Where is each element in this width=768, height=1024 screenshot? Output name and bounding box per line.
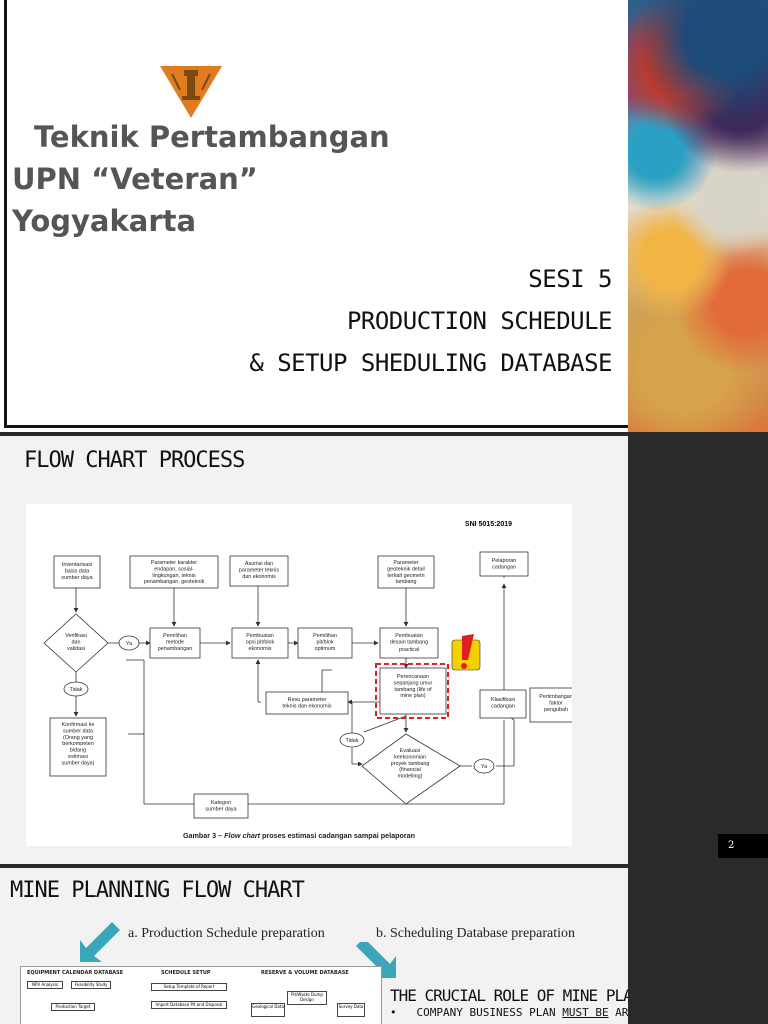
label-tidak-1: Tidak	[70, 687, 83, 693]
diagram-header-3: RESERVE & VOLUME DATABASE	[261, 970, 349, 976]
diagram-box-npv: NPV Analysis	[27, 981, 63, 989]
arrow-down-left-icon	[80, 922, 120, 962]
chart-caption: Gambar 3 – Flow chart proses estimasi ca…	[183, 831, 415, 840]
subtitle-b: b. Scheduling Database preparation	[376, 926, 576, 941]
box-pemilihan-pit	[297, 627, 353, 659]
diagram-box-import-database: Import Database Pit and Disposal	[151, 1001, 227, 1009]
flow-chart-svg: SNI 5015:2019	[43, 521, 572, 840]
label-ya-2: Ya	[481, 764, 487, 770]
oval-tidak-2	[339, 732, 365, 748]
diagram-box-setup-template: Setup Template of Report	[151, 983, 227, 991]
slide-frame	[4, 0, 628, 428]
topic-line-1: PRODUCTION SCHEDULE	[346, 307, 613, 335]
session-label: SESI 5	[528, 265, 612, 293]
box-inventarisasi	[53, 555, 101, 589]
diagram-header-2: SCHEDULE SETUP	[161, 970, 211, 976]
box-revu	[265, 691, 349, 715]
box-konfirmasi	[49, 717, 107, 777]
box-klasifikasi	[479, 689, 527, 719]
arrow-down-right-icon	[356, 942, 396, 978]
box-parameter-karakter	[129, 555, 219, 589]
box-asumsi	[229, 555, 289, 587]
standard-label: SNI 5015:2019	[465, 521, 512, 528]
university-shield-icon	[160, 66, 222, 118]
box-pertimbangan	[529, 687, 572, 723]
slide-heading: FLOW CHART PROCESS	[24, 448, 245, 473]
diagram-box-pit-design: Pit/Waste Dump Design	[287, 991, 327, 1005]
scheduling-diagram: EQUIPMENT CALENDAR DATABASE SCHEDULE SET…	[20, 966, 382, 1024]
label-practical: practical	[398, 647, 420, 653]
diagram-box-feasibility: Feasibility Study	[71, 981, 111, 989]
subtitle-a: a. Production Schedule preparation	[128, 926, 325, 941]
box-pelaporan	[479, 551, 529, 577]
box-parameter-geoteknik	[377, 555, 435, 589]
box-kategori	[193, 793, 249, 819]
warning-icon	[451, 634, 481, 671]
box-pembuatan-desain	[379, 627, 439, 659]
diamond-evaluasi	[361, 733, 461, 805]
title-line-1: Teknik Pertambangan	[34, 120, 390, 154]
page-number: 2	[718, 834, 768, 858]
slide-heading: MINE PLANNING FLOW CHART	[10, 878, 305, 903]
mine-planning-slide: MINE PLANNING FLOW CHART a. Production S…	[0, 868, 628, 1024]
diamond-verifikasi	[43, 613, 109, 673]
highlight-dashed-box	[375, 663, 449, 719]
title-slide: Teknik Pertambangan UPN “Veteran” Yogyak…	[0, 0, 768, 432]
label-tidak-2: Tidak	[346, 738, 359, 744]
box-perencanaan	[379, 667, 447, 715]
diagram-box-survey: Survey Data	[337, 1003, 365, 1017]
oval-ya-1	[118, 635, 140, 651]
box-pembuatan-opsi	[231, 627, 289, 659]
flow-chart: SNI 5015:2019	[26, 504, 572, 846]
crucial-role-title: THE CRUCIAL ROLE OF MINE PLANNING	[390, 986, 628, 1005]
flow-chart-slide: FLOW CHART PROCESS SNI 5015:2019	[0, 436, 628, 864]
box-pemilihan-metode	[149, 627, 201, 659]
title-line-2: UPN “Veteran” Yogyakarta	[12, 162, 258, 238]
oval-tidak-1	[63, 681, 89, 697]
diagram-box-geological: Geological Data	[251, 1003, 285, 1017]
oval-ya-2	[473, 758, 495, 774]
diagram-header-1: EQUIPMENT CALENDAR DATABASE	[27, 970, 124, 976]
topic-line-2: & SETUP SHEDULING DATABASE	[249, 349, 612, 377]
boxes	[43, 551, 572, 819]
abstract-art-image	[628, 0, 768, 432]
bullet-item: • COMPANY BUSINESS PLAN MUST BE ARRANGED	[390, 1006, 628, 1019]
institution-title: Teknik Pertambangan UPN “Veteran” Yogyak…	[12, 116, 432, 242]
session-block: SESI 5 PRODUCTION SCHEDULE & SETUP SHEDU…	[249, 258, 612, 384]
diagram-box-production-target: Production Target	[51, 1003, 95, 1011]
label-ya-1: Ya	[126, 641, 132, 647]
